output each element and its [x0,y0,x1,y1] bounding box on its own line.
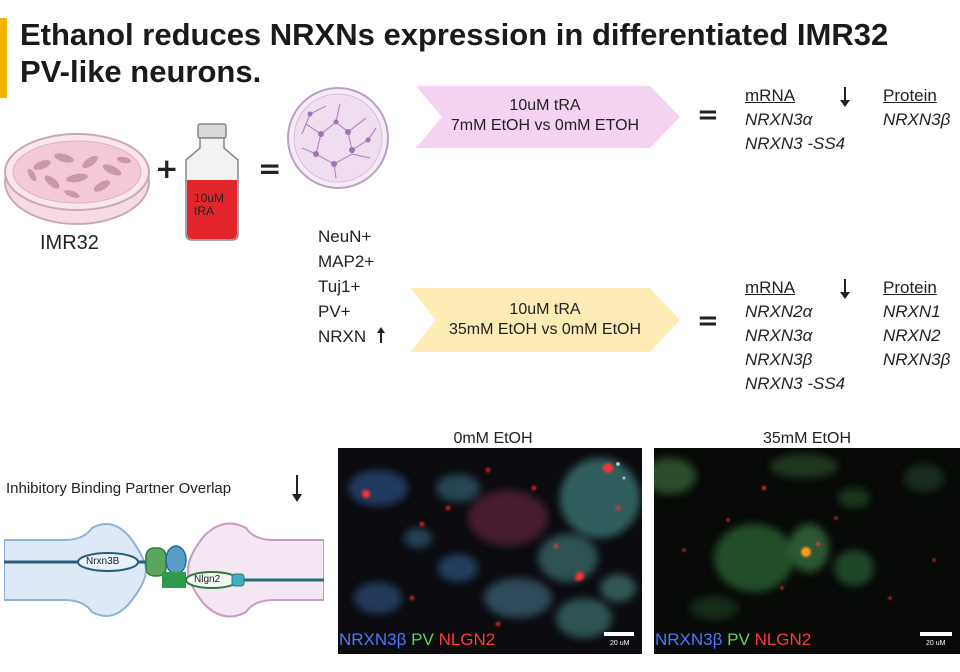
stain-nrxn3b-label: NRXN3β [655,630,723,649]
mrna-1-item-0: NRXN3α [745,110,813,129]
mrna-2-item-3: NRXN3 -SS4 [745,374,846,393]
mrna-header-1: mRNA [745,86,796,105]
condition-arrow-2 [410,288,680,352]
petri-dish-icon [4,133,150,225]
stain-pv-label: PV [727,630,750,649]
synapse-title: Inhibitory Binding Partner Overlap [6,480,232,497]
bottle-label-line-1: 10uM [194,191,225,205]
stain-pv-label: PV [411,630,434,649]
protein-header-1: Protein [883,86,937,105]
mrna-header-2: mRNA [745,278,796,297]
nrxn3b-label: Nrxn3B [86,556,120,567]
down-arrow-icon [840,87,850,107]
micrograph-1-stain-labels: NRXN3β PV NLGN2 [339,630,495,650]
scale-bar-label: 20 uM [610,640,630,647]
mrna-2-item-2: NRXN3β [745,350,813,369]
title-line-2: PV-like neurons. [20,54,262,89]
nlgn2-label: Nlgn2 [194,574,221,585]
marker-neun: NeuN+ [318,227,372,246]
scale-bar [920,632,952,636]
micrograph-35mm: NRXN3β PV NLGN2 20 uM [654,448,960,654]
condition-2-line-1: 10uM tRA [509,301,581,318]
marker-tuj1: Tuj1+ [318,277,361,296]
condition-1-text: 10uM tRA 7mM EtOH vs 0mM ETOH [430,96,660,136]
neuron-culture-dish-icon [287,87,389,189]
down-arrow-icon [840,279,850,299]
mrna-2-item-0: NRXN2α [745,302,813,321]
equals-sign-2: = [697,306,719,336]
micrograph-35mm-image [654,448,960,654]
micrograph-0mm-image [338,448,642,654]
micrograph-2-stain-labels: NRXN3β PV NLGN2 [655,630,811,650]
micrograph-0mm: NRXN3β PV NLGN2 20 uM [338,448,642,654]
title-accent-bar [0,18,7,98]
condition-2-text: 10uM tRA 35mM EtOH vs 0mM EtOH [430,300,660,340]
micrograph-1-caption: 0mM EtOH [453,430,533,447]
results-1-protein: Protein NRXN3β [883,84,950,132]
postsynaptic-terminal [186,522,324,618]
micrograph-2-caption: 35mM EtOH [762,430,851,447]
stain-nlgn2-label: NLGN2 [438,630,496,649]
marker-nrxn: NRXN [318,324,387,349]
protein-2-item-0: NRXN1 [883,302,941,321]
media-bottle-icon [185,123,239,241]
condition-1-line-1: 10uM tRA [509,97,581,114]
plus-sign: + [155,152,179,185]
title-line-1: Ethanol reduces NRXNs expression in diff… [20,17,889,52]
protein-2-item-2: NRXN3β [883,350,951,369]
mrna-2-item-1: NRXN3α [745,326,813,345]
scale-bar [604,632,634,636]
marker-pv: PV+ [318,302,351,321]
scale-bar-label: 20 uM [926,640,946,647]
protein-2-item-1: NRXN2 [883,326,941,345]
protein-header-2: Protein [883,278,937,297]
page-title: Ethanol reduces NRXNs expression in diff… [20,16,940,90]
down-arrow-icon [292,475,302,502]
synapse-diagram [4,522,324,618]
stain-nlgn2-label: NLGN2 [754,630,812,649]
results-2-protein: Protein NRXN1 NRXN2 NRXN3β [883,276,950,372]
marker-map2: MAP2+ [318,252,375,271]
marker-list: NeuN+ MAP2+ Tuj1+ PV+ NRXN [318,224,387,349]
stain-nrxn3b-label: NRXN3β [339,630,407,649]
equals-sign: = [258,152,282,185]
equals-sign-1: = [697,100,719,130]
cell-line-label: IMR32 [40,232,99,254]
up-arrow-icon [376,327,385,343]
nrxn3b-protein [77,552,139,572]
condition-1-line-2: 7mM EtOH vs 0mM ETOH [450,117,640,134]
results-2-mrna: mRNA NRXN2α NRXN3α NRXN3β NRXN3 -SS4 [745,276,845,396]
mrna-1-item-1: NRXN3 -SS4 [745,134,846,153]
results-1-mrna: mRNA NRXN3α NRXN3 -SS4 [745,84,845,156]
condition-arrow-1 [416,86,680,148]
condition-2-line-2: 35mM EtOH vs 0mM EtOH [448,321,642,338]
bottle-label-line-2: tRA [194,204,215,218]
protein-1-item-0: NRXN3β [883,110,951,129]
